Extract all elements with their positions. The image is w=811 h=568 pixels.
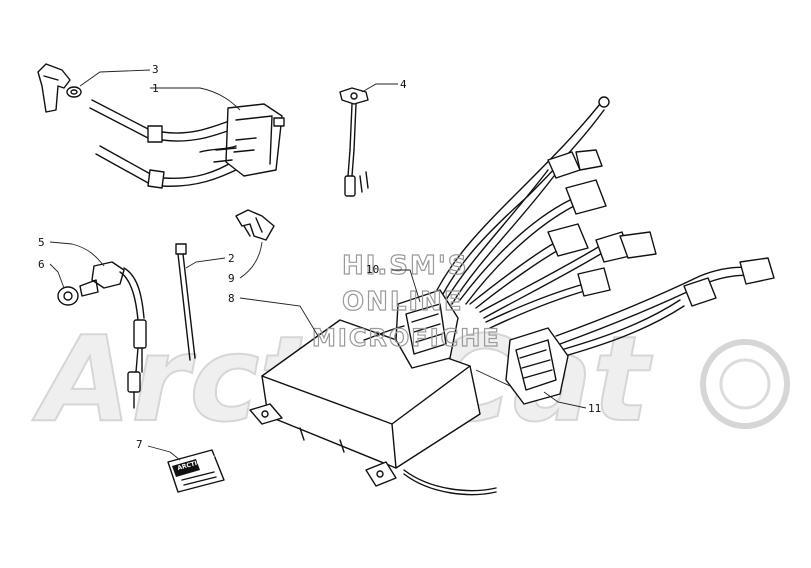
callout-2: 2 (228, 252, 235, 265)
leader-lines (49, 69, 587, 461)
callout-labels: 3 1 4 5 6 2 9 8 10 11 7 (38, 63, 601, 451)
callout-11: 11 (588, 402, 601, 415)
callout-7: 7 (136, 438, 143, 451)
wiring-harness (363, 96, 657, 369)
callout-6: 6 (38, 258, 45, 271)
callout-1: 1 (152, 82, 159, 95)
sealing-washer (57, 286, 79, 306)
cable-tie (175, 243, 196, 361)
watermark-line1: HI.SM'S (342, 251, 469, 281)
callout-8: 8 (228, 292, 235, 305)
sub-harness (505, 257, 775, 405)
microfiche-watermark: HI.SM'S ONLINE MICROFICHE (311, 250, 501, 352)
callout-3: 3 (152, 63, 159, 76)
callout-5: 5 (38, 236, 45, 249)
brand-watermark-wheel (700, 339, 790, 429)
callout-4: 4 (400, 78, 407, 91)
ignition-coil (89, 99, 285, 189)
watermark-line2: ONLINE (342, 287, 464, 317)
temperature-sensor (339, 87, 369, 197)
harness-clip (235, 209, 275, 241)
callout-10: 10 (366, 263, 379, 276)
spark-plug-cap (37, 63, 82, 113)
watermark-line3: MICROFICHE (312, 324, 501, 352)
speed-sensor (79, 261, 147, 409)
warning-decal: ARCTIC CAT (167, 449, 225, 493)
callout-9: 9 (228, 272, 235, 285)
